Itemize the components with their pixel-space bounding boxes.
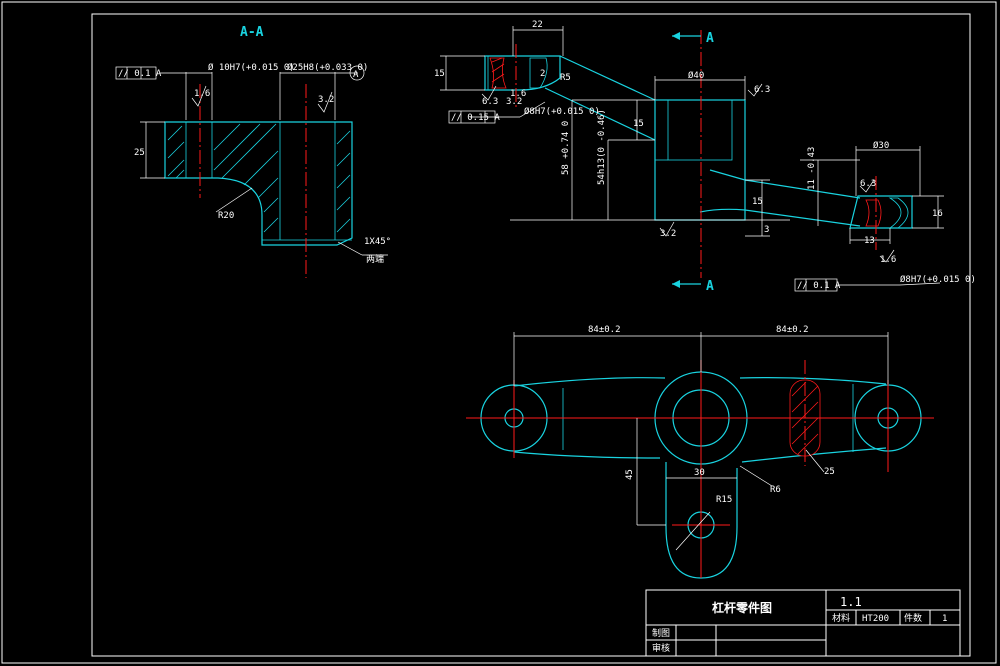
dim-30: 30 — [694, 468, 705, 478]
count-label: 件数 — [904, 612, 922, 624]
bore-small-dim: Ø 10H7(+0.015 0) — [208, 62, 295, 73]
dim-3: 3 — [764, 225, 769, 235]
dim-15-mid: 15 — [633, 119, 644, 129]
dim-11: 11 -0.43 — [807, 147, 817, 190]
dim-58: 58 +0.74 0 — [561, 121, 571, 175]
dim-25: 25 — [824, 467, 835, 477]
dim-54: 54h13(0 -0.46) — [597, 109, 607, 185]
dim-45: 45 — [625, 469, 635, 480]
section-a-a-view — [115, 65, 388, 278]
part-name: 杠杆零件图 — [712, 600, 772, 615]
chamfer-dim: 1X45° — [364, 237, 391, 247]
parallelism-tolerance-left: // 0.15 A — [451, 113, 500, 123]
radius-r5: R5 — [560, 73, 571, 83]
material-value: HT200 — [862, 614, 889, 624]
dim-15-left: 15 — [434, 69, 445, 79]
span-right-dim: 84±0.2 — [776, 325, 809, 335]
section-title: A-A — [240, 25, 264, 40]
chamfer-note: 两端 — [366, 253, 384, 265]
bore-left-dim: Ø8H7(+0.015 0) — [524, 106, 600, 117]
drawing-scale: 1.1 — [840, 595, 862, 609]
roughness-63b: 6.3 — [754, 85, 770, 95]
roughness-63c: 6.3 — [860, 179, 876, 189]
checked-by-label: 审核 — [652, 642, 670, 654]
datum-label: A — [353, 70, 359, 80]
span-left-dim: 84±0.2 — [588, 325, 621, 335]
dia-40: Ø40 — [688, 70, 704, 81]
dim-13: 13 — [864, 236, 875, 246]
inner-frame — [91, 13, 971, 657]
dim-22: 22 — [532, 20, 543, 30]
roughness-32b: 3.2 — [506, 97, 522, 107]
section-mark-top: A — [706, 31, 714, 46]
bore-right-dim: Ø8H7(+0.015 0) — [900, 274, 976, 285]
roughness-2: 3.2 — [318, 95, 334, 105]
fillet-radius: R20 — [218, 211, 234, 221]
dia-30: Ø30 — [873, 140, 889, 151]
parallelism-tolerance-right: // 0.1 A — [797, 281, 841, 291]
front-view — [440, 26, 944, 292]
dim-15-right: 15 — [752, 197, 763, 207]
radius-r15: R15 — [716, 495, 732, 505]
section-mark-bottom: A — [706, 279, 714, 294]
height-dim: 25 — [134, 148, 145, 158]
dim-16-right: 16 — [932, 209, 943, 219]
dim-2: 2 — [540, 69, 545, 79]
drawn-by-label: 制图 — [652, 627, 670, 639]
top-view — [466, 332, 934, 579]
roughness-1: 1.6 — [194, 89, 210, 99]
parallelism-tolerance-aa: // 0.1 A — [118, 69, 162, 79]
material-label: 材料 — [832, 612, 850, 624]
roughness-16a: 1.6 — [880, 255, 896, 265]
roughness-16b: 1.6 — [510, 89, 526, 99]
count-value: 1 — [942, 614, 947, 624]
title-block — [645, 589, 961, 657]
roughness-32a: 3.2 — [660, 229, 676, 239]
radius-r6: R6 — [770, 485, 781, 495]
roughness-63a: 6.3 — [482, 97, 498, 107]
bore-large-dim: Ø25H8(+0.033 0) — [287, 62, 368, 73]
